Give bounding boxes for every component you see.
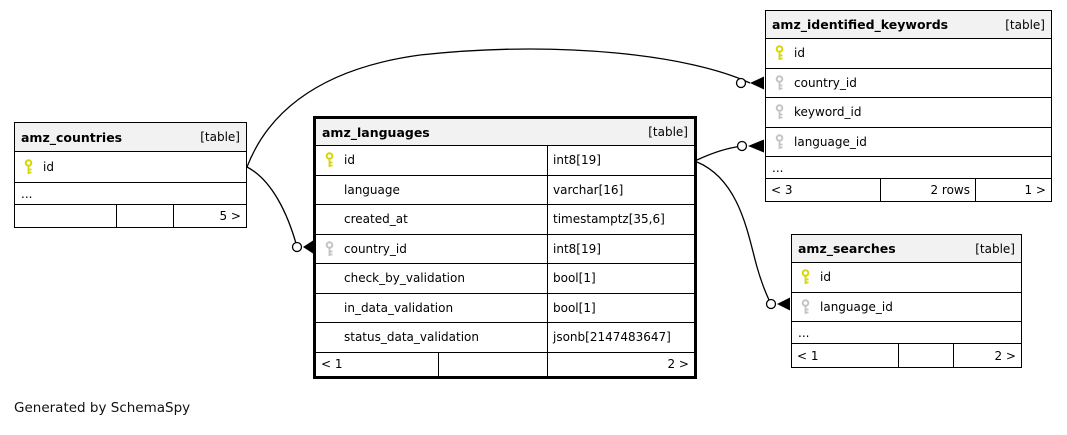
table-footer: 5 > [15, 205, 246, 227]
footer-children-count: 2 > [547, 352, 694, 376]
foreign-key-icon [792, 298, 820, 315]
column-type: bool[1] [547, 264, 694, 293]
footer-row-count [438, 352, 547, 376]
fk-arrowhead [303, 240, 313, 254]
table-header[interactable]: amz_identified_keywords [table] [766, 11, 1051, 39]
footer-children-count: 2 > [953, 344, 1021, 367]
column-row-id: id int8[19] [316, 146, 694, 176]
column-name: language_id [794, 134, 867, 149]
relationship-countries-to-languages [246, 166, 298, 248]
table-footer: < 3 2 rows 1 > [766, 179, 1051, 201]
column-type: int8[19] [547, 234, 694, 263]
zero-cardinality-circle [736, 140, 748, 152]
column-name: created_at [344, 212, 408, 227]
column-row-language-id: language_id [792, 293, 1021, 322]
column-name: country_id [344, 241, 407, 256]
table-header[interactable]: amz_searches [table] [792, 235, 1021, 263]
table-amz-languages[interactable]: amz_languages [table] id int8[19] langua… [313, 116, 697, 379]
column-name: keyword_id [794, 105, 862, 120]
fk-arrowhead [777, 297, 790, 311]
footer-children-count: 5 > [173, 205, 246, 227]
table-amz-identified-keywords[interactable]: amz_identified_keywords [table] id count… [765, 10, 1052, 202]
column-name: id [794, 46, 805, 61]
footer-parents-count [15, 205, 116, 227]
column-name: language [344, 182, 400, 197]
table-type-badge: [table] [975, 241, 1015, 256]
footer-parents-count: < 1 [321, 357, 343, 371]
column-row-keyword-id: keyword_id [766, 98, 1051, 128]
table-header[interactable]: amz_countries [table] [15, 123, 246, 152]
column-name: status_data_validation [344, 330, 479, 345]
zero-cardinality-circle [291, 241, 303, 253]
table-footer: < 1 2 > [792, 344, 1021, 367]
column-row-country-id: country_id int8[19] [316, 234, 694, 264]
footer-parents-count: < 1 [797, 348, 819, 363]
table-header[interactable]: amz_languages [table] [316, 119, 694, 146]
column-name: check_by_validation [344, 271, 465, 286]
table-amz-countries[interactable]: amz_countries [table] id ... 5 > [14, 122, 247, 228]
relationship-languages-to-identified-keywords [696, 145, 743, 161]
foreign-key-icon [766, 104, 794, 120]
table-type-badge: [table] [648, 125, 688, 139]
table-footer: < 1 2 > [316, 352, 694, 376]
footer-parents-count: < 3 [771, 183, 793, 197]
zero-cardinality-circle [735, 77, 747, 89]
column-type: jsonb[2147483647] [547, 323, 694, 352]
column-row-created-at: created_at timestamptz[35,6] [316, 205, 694, 235]
column-name: country_id [794, 75, 857, 90]
foreign-key-icon [316, 240, 344, 257]
primary-key-icon [766, 45, 794, 61]
column-row-check-by-validation: check_by_validation bool[1] [316, 264, 694, 294]
foreign-key-icon [766, 74, 794, 91]
column-name: in_data_validation [344, 300, 454, 315]
column-type: bool[1] [547, 293, 694, 322]
column-row-in-data-validation: in_data_validation bool[1] [316, 293, 694, 323]
column-type: varchar[16] [547, 175, 694, 204]
generator-credit: Generated by SchemaSpy [14, 400, 191, 416]
fk-arrowhead [748, 139, 764, 153]
column-name: id [820, 270, 831, 285]
foreign-key-icon [766, 133, 794, 150]
table-type-badge: [table] [1005, 17, 1045, 32]
table-type-badge: [table] [200, 130, 240, 144]
table-title: amz_languages [322, 124, 430, 140]
column-row-country-id: country_id [766, 69, 1051, 98]
column-row-id: id [766, 39, 1051, 69]
table-title: amz_identified_keywords [772, 17, 949, 32]
primary-key-icon [316, 152, 344, 168]
zero-cardinality-circle [765, 298, 777, 310]
primary-key-icon [792, 269, 820, 285]
column-row-status-data-validation: status_data_validation jsonb[2147483647] [316, 323, 694, 353]
column-type: timestamptz[35,6] [547, 205, 694, 234]
column-type: int8[19] [547, 146, 694, 175]
column-row-language-id: language_id [766, 128, 1051, 157]
more-columns-ellipsis: ... [15, 183, 246, 205]
relationship-languages-to-searches [696, 161, 772, 305]
column-name: id [43, 160, 54, 174]
footer-row-count: 2 rows [880, 179, 975, 201]
column-row-language: language varchar[16] [316, 175, 694, 205]
table-title: amz_countries [21, 129, 123, 145]
primary-key-icon [15, 159, 43, 175]
column-row-id: id [792, 263, 1021, 293]
footer-row-count [116, 205, 173, 227]
more-columns-ellipsis: ... [766, 157, 1051, 179]
column-name: id [344, 153, 355, 168]
more-columns-ellipsis: ... [792, 322, 1021, 344]
footer-children-count: 1 > [975, 179, 1051, 201]
table-amz-searches[interactable]: amz_searches [table] id language_id ... … [791, 234, 1022, 368]
column-row-id: id [15, 152, 246, 183]
footer-row-count [898, 344, 953, 367]
table-title: amz_searches [798, 241, 896, 256]
fk-arrowhead [750, 76, 764, 90]
column-name: language_id [820, 299, 893, 314]
